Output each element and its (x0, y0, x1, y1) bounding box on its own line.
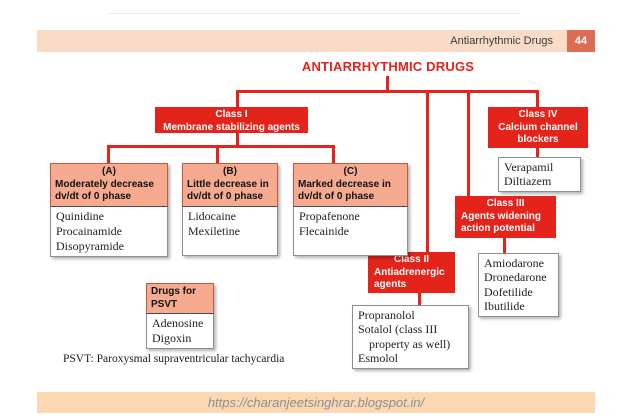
drug-item: Digoxin (152, 331, 192, 345)
class1-box: Class I Membrane stabilizing agents (155, 107, 308, 133)
drug-item: Esmolol (358, 351, 399, 366)
subclass-a-desc-line2: dv/dt of 0 phase (55, 191, 132, 202)
subclass-b-label: (B) (223, 166, 237, 177)
subclass-c-desc-line2: dv/dt of 0 phase (298, 191, 375, 202)
subclass-a-label: (A) (102, 166, 116, 177)
drug-item: Dofetilide (484, 284, 533, 299)
subclass-b-header: (B) Little decrease in dv/dt of 0 phase (182, 163, 278, 207)
drug-item: Amiodarone (484, 256, 544, 270)
class2-desc-line2: agents (374, 279, 407, 290)
drug-item: Quinidine (56, 208, 104, 223)
connector-title-drop (386, 76, 389, 92)
subclass-a-box: (A) Moderately decrease dv/dt of 0 phase… (50, 163, 168, 257)
class2-drugs-box: Propranolol Sotalol (class III property … (352, 305, 469, 369)
footnote: PSVT: Paroxysmal supraventricular tachyc… (63, 353, 285, 365)
class4-drugs-box: Verapamil Diltiazem (498, 157, 581, 192)
subclass-c-drugs-box: Propafenone Flecainide (293, 206, 408, 256)
drug-item: Adenosine (152, 316, 204, 330)
subclass-c-desc-line1: Marked decrease in (298, 178, 391, 190)
drug-item: Ibutilide (484, 299, 525, 314)
subclass-b-desc-line2: dv/dt of 0 phase (187, 191, 264, 202)
class3-box: Class III Agents widening action potenti… (455, 196, 556, 238)
subclass-b-box: (B) Little decrease in dv/dt of 0 phase … (182, 163, 278, 256)
connector-subclass-a-drop (107, 148, 110, 163)
connector-class4-down (536, 148, 539, 157)
drug-item: Procainamide (56, 223, 122, 238)
footer-bar: https://charanjeetsinghrar.blogspot.in/ (37, 392, 595, 413)
drug-item: Mexiletine (188, 223, 240, 238)
drug-item: property as well) (369, 336, 451, 351)
connector-class3-down (503, 238, 506, 253)
class3-desc-line1: Agents widening (461, 210, 541, 222)
drug-item: Verapamil (504, 160, 554, 174)
header-title: Antiarrhythmic Drugs (450, 35, 553, 47)
connector-class1-drop (236, 93, 239, 107)
psvt-header: Drugs for PSVT (146, 283, 214, 314)
subclass-b-desc-line1: Little decrease in (187, 178, 269, 190)
class3-drugs-box: Amiodarone Dronedarone Dofetilide Ibutil… (478, 253, 559, 317)
class4-desc-line2: blockers (517, 134, 559, 145)
drug-item: Propranolol (358, 308, 415, 322)
drug-item: Dronedarone (484, 270, 547, 285)
subclass-a-desc-line1: Moderately decrease (55, 178, 154, 190)
connector-sub-horizontal (107, 145, 335, 148)
class2-desc-line1: Antiadrenergic (374, 266, 445, 278)
footer-url: https://charanjeetsinghrar.blogspot.in/ (207, 395, 425, 410)
psvt-title-line1: Drugs for (151, 286, 196, 297)
diagram-title: ANTIARRHYTHMIC DRUGS (301, 59, 475, 74)
class3-name: Class III (486, 198, 525, 209)
class1-desc: Membrane stabilizing agents (163, 121, 300, 133)
drug-item: Propafenone (299, 208, 360, 223)
class4-desc-line1: Calcium channel (498, 121, 578, 133)
psvt-title-line2: PSVT (151, 298, 178, 310)
header-bar: Antiarrhythmic Drugs (37, 30, 567, 52)
connector-class2-drop (426, 93, 429, 252)
subclass-c-label: (C) (343, 166, 358, 177)
class4-box: Class IV Calcium channel blockers (488, 107, 588, 148)
subclass-b-drugs-box: Lidocaine Mexiletine (182, 206, 278, 256)
class3-desc-line2: action potential (461, 223, 535, 234)
top-divider (108, 13, 520, 14)
class2-box: Class II Antiadrenergic agents (368, 252, 455, 293)
subclass-c-header: (C) Marked decrease in dv/dt of 0 phase (293, 163, 408, 207)
psvt-drugs-box: Adenosine Digoxin (146, 314, 214, 349)
drug-item: Disopyramide (56, 238, 124, 253)
connector-class3-drop (467, 93, 470, 196)
connector-class1-down (236, 133, 239, 145)
drug-item: Flecainide (299, 223, 349, 238)
drug-item: Lidocaine (188, 208, 236, 223)
class1-name: Class I (215, 109, 248, 120)
page-number-badge: 44 (567, 30, 595, 52)
connector-class2-down (418, 293, 421, 305)
connector-class4-drop (536, 93, 539, 107)
psvt-box: Drugs for PSVT Adenosine Digoxin (146, 283, 214, 349)
subclass-a-header: (A) Moderately decrease dv/dt of 0 phase (50, 163, 168, 207)
class4-name: Class IV (518, 109, 558, 120)
subclass-c-box: (C) Marked decrease in dv/dt of 0 phase … (293, 163, 408, 256)
drug-item: Sotalol (class III (358, 322, 438, 337)
connector-subclass-c-drop (332, 148, 335, 163)
subclass-a-drugs-box: Quinidine Procainamide Disopyramide (50, 206, 168, 257)
class2-name: Class II (393, 254, 430, 265)
drug-item: Diltiazem (504, 174, 552, 189)
connector-subclass-b-drop (216, 148, 219, 163)
connector-main-horizontal (236, 90, 539, 93)
